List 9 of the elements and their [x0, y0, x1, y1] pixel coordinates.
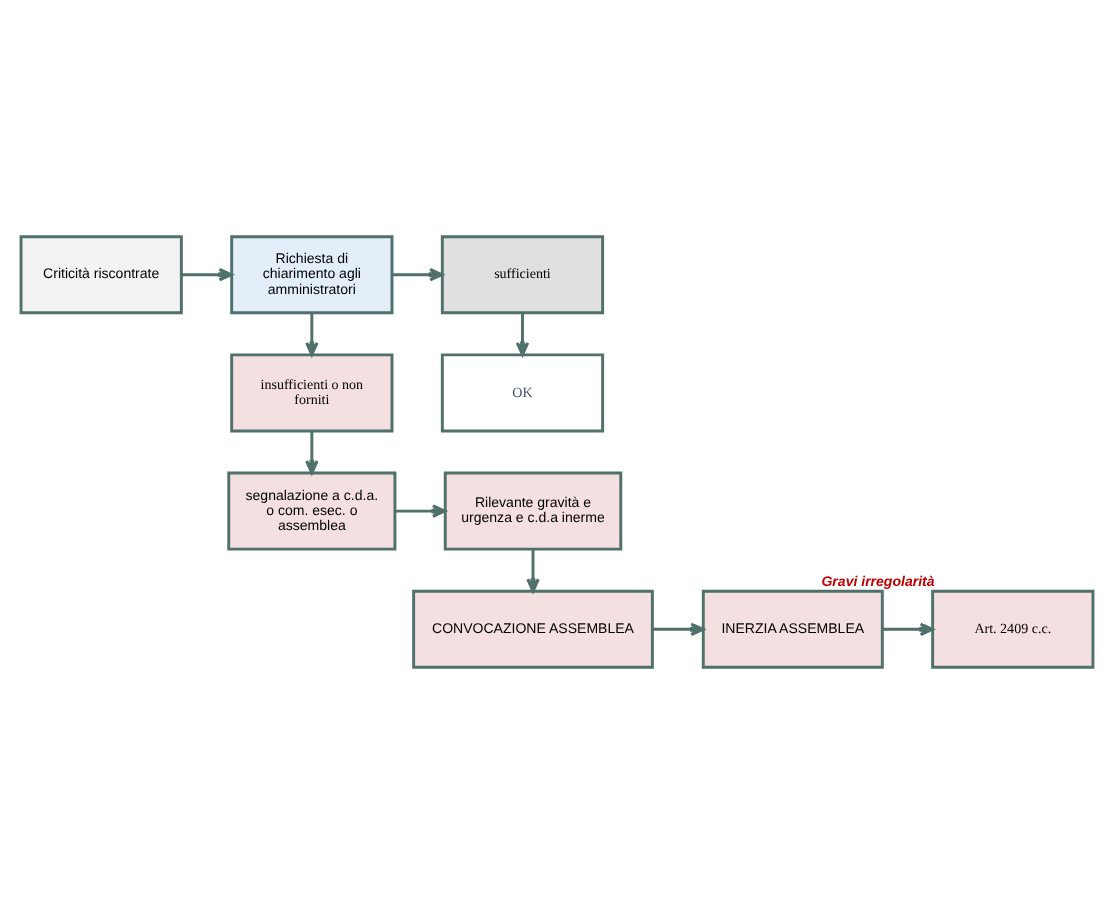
arrow [526, 549, 540, 593]
arrow [305, 312, 319, 357]
arrow [181, 268, 233, 282]
arrow [515, 312, 530, 357]
arrow [395, 504, 447, 518]
arrow [392, 268, 444, 282]
arrow [652, 622, 705, 636]
arrow [882, 622, 934, 636]
arrow [305, 431, 319, 475]
